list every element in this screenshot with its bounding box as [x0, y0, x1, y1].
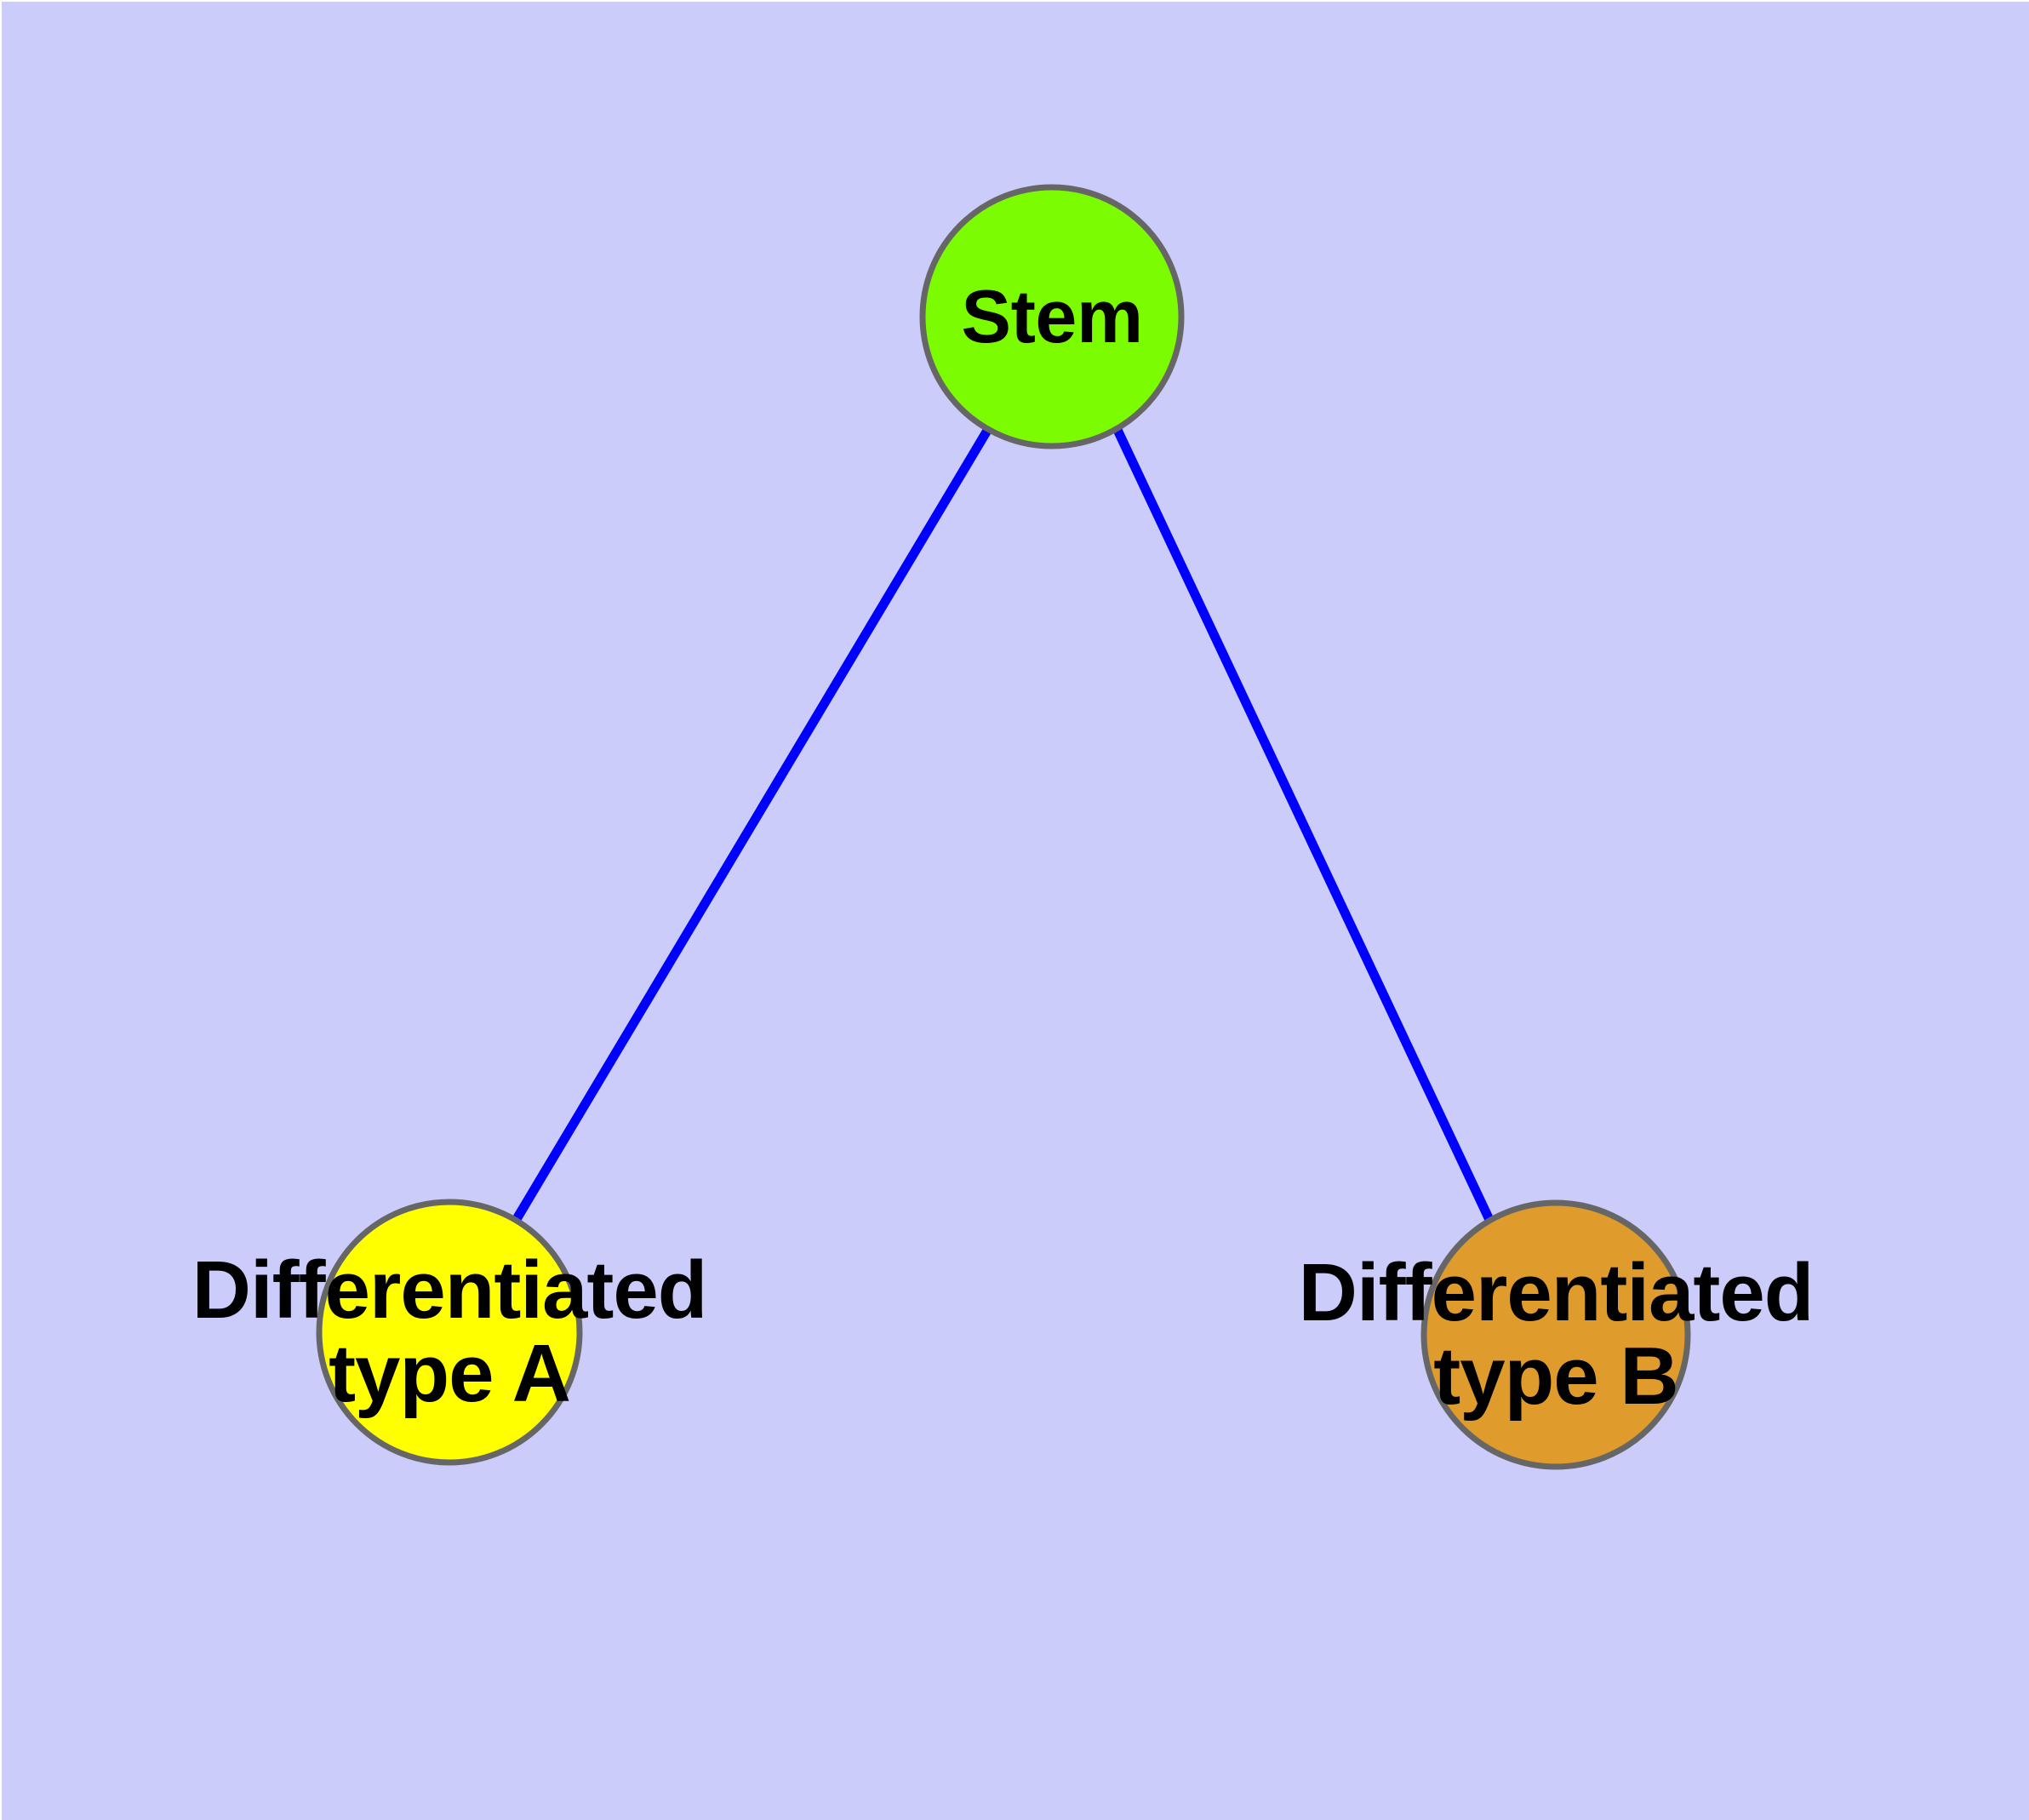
- node-stem[interactable]: [919, 184, 1185, 449]
- edge-stem-to-diff-a: [510, 426, 992, 1226]
- node-differentiated-type-b[interactable]: [1420, 1199, 1691, 1470]
- node-layer: [316, 184, 1691, 1470]
- edge-stem-to-diff-b: [1113, 427, 1495, 1226]
- edge-layer: [510, 426, 1495, 1226]
- node-differentiated-type-a[interactable]: [316, 1199, 583, 1466]
